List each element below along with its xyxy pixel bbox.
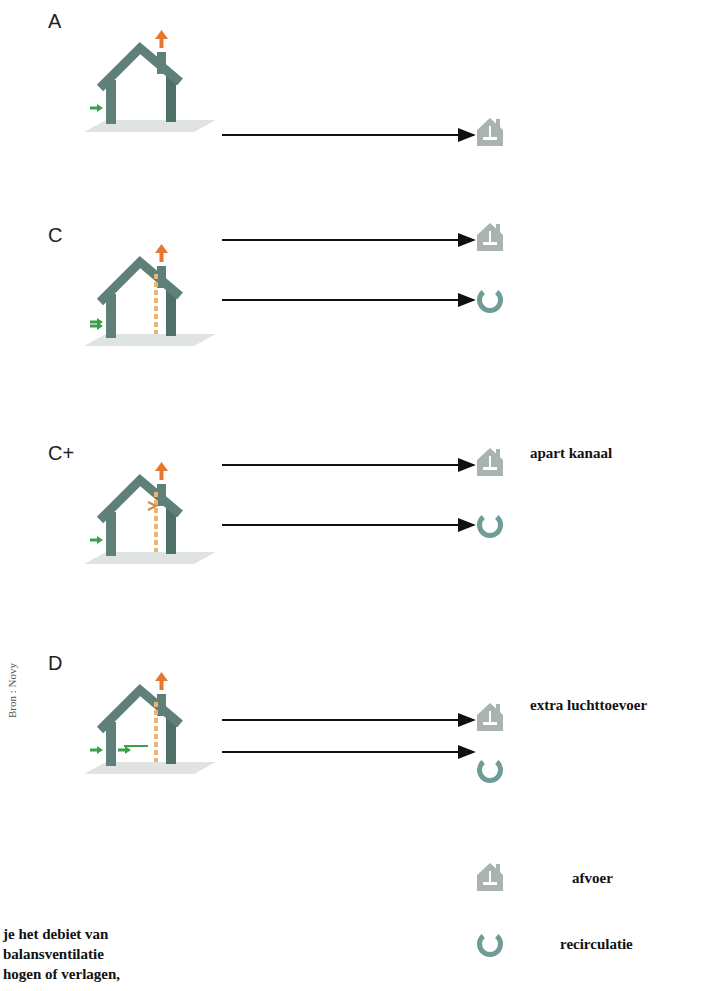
- inlet-arrow: [90, 749, 98, 752]
- fan-symbol: [148, 502, 156, 510]
- house-roof: [100, 262, 180, 302]
- system-figure: D: [44, 650, 224, 782]
- flow-arrow: [222, 719, 474, 721]
- flow-arrow: [222, 751, 474, 753]
- system-letter: D: [44, 650, 66, 677]
- exhaust-icon: [477, 118, 503, 146]
- legend-text: afvoer: [572, 870, 613, 887]
- floor-slab: [84, 762, 216, 774]
- flow-arrow: [222, 524, 474, 526]
- annotation: balansventilatie: [3, 946, 104, 963]
- supply-duct: [124, 745, 148, 747]
- exhaust-arrow: [160, 252, 164, 262]
- inlet-arrow: [97, 536, 103, 544]
- legend-text: recirculatie: [560, 936, 633, 953]
- inlet-arrow: [90, 107, 98, 110]
- house-illustration: [44, 650, 224, 782]
- annotation: apart kanaal: [530, 445, 612, 462]
- recirculation-icon: [477, 760, 503, 783]
- system-letter: A: [44, 8, 65, 35]
- inlet-arrow: [125, 746, 131, 754]
- house-roof: [100, 480, 180, 520]
- exhaust-arrow: [155, 462, 168, 471]
- floor-slab: [84, 334, 216, 346]
- inlet-arrow: [90, 321, 98, 324]
- recirculation-icon: [477, 934, 503, 957]
- floor-slab: [84, 120, 216, 132]
- flow-arrow: [222, 239, 474, 241]
- source-note: Bron : Novy: [6, 663, 18, 718]
- exhaust-duct: [154, 492, 158, 552]
- flow-arrow: [222, 299, 474, 301]
- recirculation-icon: [477, 515, 503, 538]
- floor-slab: [84, 552, 216, 564]
- recirculation-icon: [477, 290, 503, 313]
- annotation: extra luchttoevoer: [530, 697, 647, 714]
- inlet-arrow: [97, 322, 103, 330]
- house-roof: [100, 690, 180, 730]
- annotation: hogen of verlagen,: [3, 966, 120, 983]
- inlet-arrow: [97, 104, 103, 112]
- exhaust-arrow: [155, 244, 168, 253]
- flow-arrow: [222, 134, 474, 136]
- annotation: je het debiet van: [3, 926, 108, 943]
- exhaust-arrow: [160, 470, 164, 480]
- exhaust-arrow: [155, 30, 168, 39]
- exhaust-duct: [154, 702, 158, 762]
- house-roof: [100, 48, 180, 88]
- exhaust-icon: [477, 863, 503, 891]
- exhaust-arrow: [155, 672, 168, 681]
- system-letter: C+: [44, 440, 78, 467]
- inlet-arrow: [90, 539, 98, 542]
- system-figure: C: [44, 222, 224, 354]
- flow-arrow: [222, 464, 474, 466]
- inlet-arrow: [97, 746, 103, 754]
- exhaust-duct: [154, 274, 158, 334]
- exhaust-icon: [477, 223, 503, 251]
- exhaust-arrow: [160, 680, 164, 690]
- exhaust-arrow: [160, 38, 164, 48]
- system-figure: C+: [44, 440, 224, 572]
- house-illustration: [44, 222, 224, 354]
- system-figure: A: [44, 8, 224, 140]
- exhaust-icon: [477, 448, 503, 476]
- inlet-arrow: [118, 749, 126, 752]
- exhaust-icon: [477, 703, 503, 731]
- inlet-arrow: [90, 325, 98, 328]
- house-illustration: [44, 8, 224, 140]
- system-letter: C: [44, 222, 66, 249]
